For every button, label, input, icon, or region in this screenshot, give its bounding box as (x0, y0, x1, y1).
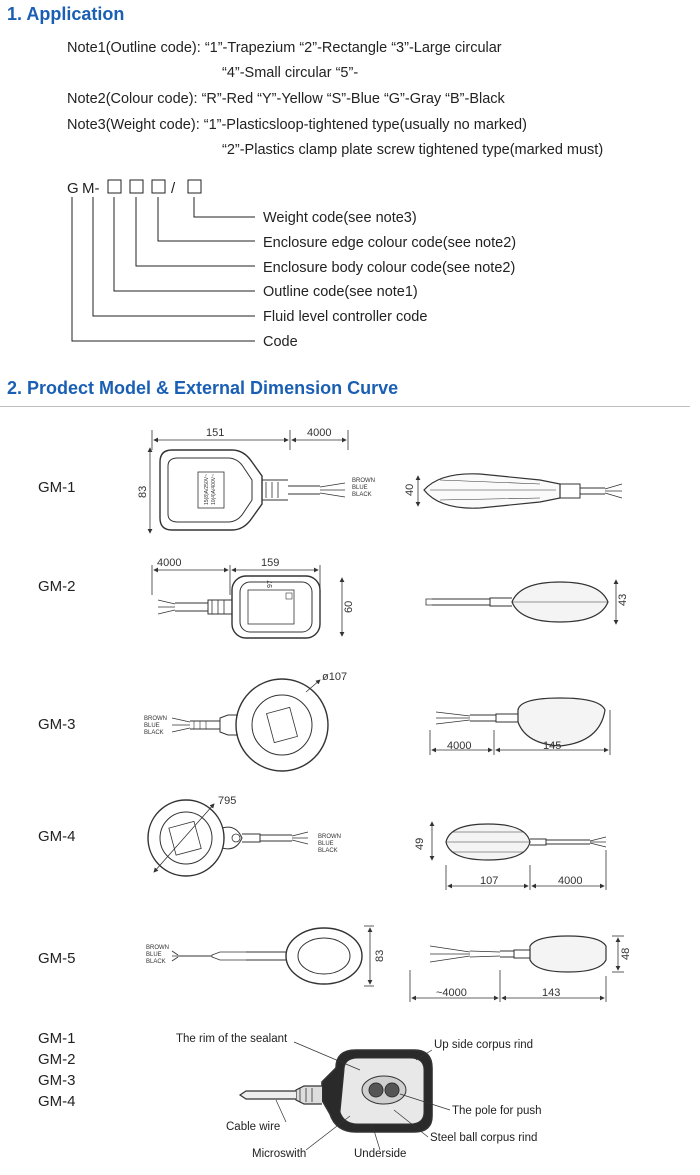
note2-line: Note2(Colour code): “R”-Red “Y”-Yellow “… (67, 91, 505, 107)
code-label-edge-colour: Enclosure edge colour code(see note2) (263, 235, 516, 251)
gm3-diameter-dim: ø107 (322, 671, 347, 683)
gm2-top-view (151, 565, 345, 639)
model-label-gm1: GM-1 (38, 479, 76, 496)
gm2-cable-dim: 4000 (157, 557, 181, 569)
gm4-length-dim: 107 (480, 875, 498, 887)
gm3-side-view (429, 697, 611, 755)
parts-model-gm4: GM-4 (38, 1093, 76, 1110)
section-divider (0, 406, 690, 407)
gm5-cable-dim: ~4000 (436, 987, 467, 999)
gm3-wire-blue: BLUE (144, 723, 160, 729)
gm4-side-view (429, 821, 607, 890)
parts-model-gm1: GM-1 (38, 1030, 76, 1047)
code-label-body-colour: Enclosure body colour code(see note2) (263, 260, 515, 276)
gm1-wire-brown: BROWN (352, 478, 375, 484)
gm5-wire-brown: BROWN (146, 945, 169, 951)
gm5-side-dim: 48 (620, 948, 632, 960)
gm5-length-dim: 143 (542, 987, 560, 999)
code-breakdown-diagram: G M- / Weight code(see note3) Enclosure … (67, 179, 516, 350)
section-title-models: 2. Prodect Model & External Dimension Cu… (7, 378, 399, 398)
gm3-cable-dim: 4000 (447, 740, 471, 752)
gm2-inner-dim: 97 (267, 580, 274, 588)
part-label-steel: Steel ball corpus rind (430, 1132, 537, 1144)
gm1-cable-dim: 4000 (307, 427, 331, 439)
code-box-2 (129, 179, 144, 194)
parts-drawing (238, 1041, 451, 1151)
gm1-side-view (415, 473, 623, 509)
part-label-pole: The pole for push (452, 1105, 542, 1117)
code-box-3 (151, 179, 166, 194)
part-label-micro: Microswith (252, 1148, 306, 1160)
part-label-underside: Underside (354, 1148, 406, 1160)
code-letter-g: G (67, 180, 79, 197)
gm1-width-dim: 151 (206, 427, 224, 439)
dimension-drawings: 151 4000 83 15(8)A/250V~ 10(4)A/400V~ BR… (38, 427, 632, 1160)
model-label-gm3: GM-3 (38, 716, 76, 733)
gm2-height-dim: 60 (343, 601, 355, 613)
gm5-top-view (171, 925, 374, 987)
parts-model-gm3: GM-3 (38, 1072, 76, 1089)
code-label-fluid: Fluid level controller code (263, 309, 427, 325)
code-slash: / (171, 180, 176, 197)
model-label-gm5: GM-5 (38, 950, 76, 967)
gm2-side-dim: 43 (617, 594, 629, 606)
gm4-wire-blue: BLUE (318, 841, 334, 847)
gm1-label-text2: 10(4)A/400V~ (211, 474, 217, 505)
gm3-length-dim: 145 (543, 740, 561, 752)
note1-line1: Note1(Outline code): “1”-Trapezium “2”-R… (67, 40, 502, 56)
gm1-side-dim: 40 (404, 484, 416, 496)
section-title-application: 1. Application (7, 4, 125, 24)
gm5-wire-blue: BLUE (146, 952, 162, 958)
gm3-top-view (171, 678, 329, 772)
gm4-height-dim: 49 (414, 838, 426, 850)
model-label-gm2: GM-2 (38, 578, 76, 595)
gm2-side-view (425, 579, 619, 625)
gm5-height-dim: 83 (374, 950, 386, 962)
gm4-wire-black: BLACK (318, 848, 338, 854)
gm3-wire-brown: BROWN (144, 716, 167, 722)
gm4-top-view (147, 799, 309, 877)
gm4-diameter-dim: 795 (218, 795, 236, 807)
gm3-wire-black: BLACK (144, 730, 164, 736)
gm5-side-view (409, 935, 624, 1002)
gm1-wire-black: BLACK (352, 492, 372, 498)
code-label-weight: Weight code(see note3) (263, 210, 417, 226)
gm1-label-text: 15(8)A/250V~ (204, 474, 210, 505)
note3-line2: “2”-Plastics clamp plate screw tightened… (222, 142, 604, 158)
model-label-gm4: GM-4 (38, 828, 76, 845)
parts-model-gm2: GM-2 (38, 1051, 76, 1068)
gm4-wire-brown: BROWN (318, 834, 341, 840)
part-label-rim: The rim of the sealant (176, 1033, 288, 1045)
code-box-4 (187, 179, 202, 194)
part-label-cable: Cable wire (226, 1121, 280, 1133)
gm4-cable-dim: 4000 (558, 875, 582, 887)
code-leader-lines (71, 197, 255, 342)
note1-line2: “4”-Small circular “5”- (222, 65, 359, 81)
code-box-1 (107, 179, 122, 194)
code-label-outline: Outline code(see note1) (263, 284, 418, 300)
gm1-wire-blue: BLUE (352, 485, 368, 491)
gm1-top-view (147, 430, 349, 534)
code-letter-m: M- (82, 180, 100, 197)
gm5-wire-black: BLACK (146, 959, 166, 965)
gm2-width-dim: 159 (261, 557, 279, 569)
part-label-upside: Up side corpus rind (434, 1039, 533, 1051)
note3-line1: Note3(Weight code): “1”-Plasticsloop-tig… (67, 117, 527, 133)
code-label-code: Code (263, 334, 298, 350)
gm1-height-dim: 83 (137, 486, 149, 498)
